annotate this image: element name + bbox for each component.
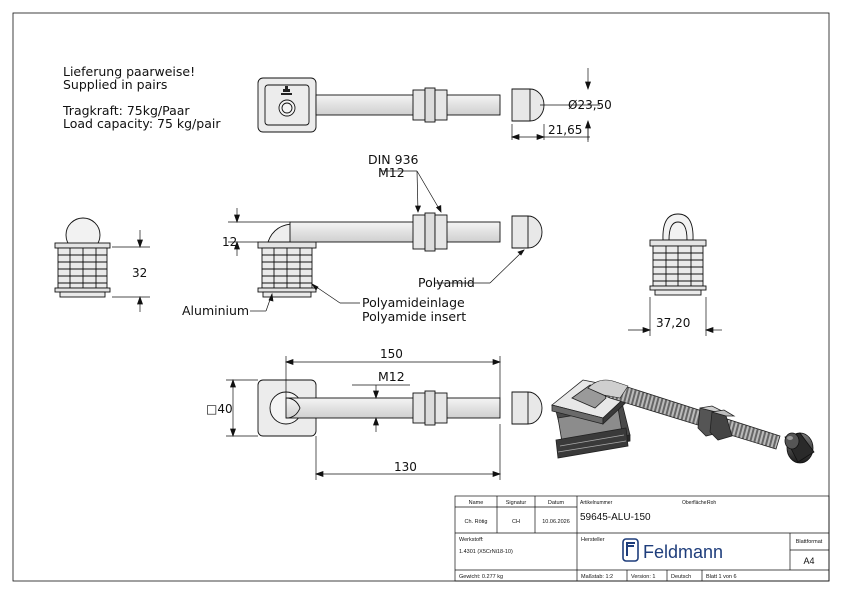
plan-view bbox=[257, 379, 543, 437]
nut-3 bbox=[434, 89, 448, 121]
end-cap-plan bbox=[511, 391, 543, 425]
isometric-view bbox=[551, 379, 815, 464]
mounting-hole bbox=[278, 99, 296, 117]
dim-12-lines bbox=[228, 208, 290, 256]
dim-diameter: Ø23,50 bbox=[568, 98, 612, 112]
tb-hersteller-header: Hersteller bbox=[581, 537, 605, 543]
callout-polyamideinlage: Polyamideinlage bbox=[362, 295, 465, 310]
tb-datum-value: 10.06.2026 bbox=[542, 519, 570, 525]
tb-datum-header: Datum bbox=[548, 500, 565, 506]
tb-werkstoff-value: 1.4301 (X5CrNi18-10) bbox=[459, 549, 513, 555]
dim-cap-length: 21,65 bbox=[548, 123, 582, 137]
nut-side-1 bbox=[412, 214, 426, 250]
drawing-frame bbox=[12, 12, 830, 582]
dim-32-lines bbox=[112, 230, 150, 312]
note-capacity-de: Tragkraft: 75kg/Paar bbox=[62, 103, 190, 118]
notes-block: Lieferung paarweise! Supplied in pairs T… bbox=[62, 64, 221, 131]
feldmann-logo-icon bbox=[622, 538, 639, 562]
end-view-left bbox=[54, 217, 111, 298]
nut-plan-3 bbox=[434, 392, 448, 424]
callout-polyamid: Polyamid bbox=[418, 275, 475, 290]
callout-polyamide-insert: Polyamide insert bbox=[362, 309, 466, 324]
note-capacity-en: Load capacity: 75 kg/pair bbox=[63, 116, 221, 131]
side-view bbox=[257, 212, 543, 298]
tb-signatur-header: Signatur bbox=[506, 500, 527, 506]
nut-plan-1 bbox=[412, 392, 426, 424]
end-cap-side bbox=[511, 215, 543, 249]
tb-brand: Feldmann bbox=[643, 542, 723, 562]
callout-din: DIN 936 bbox=[368, 152, 419, 167]
note-delivery-en: Supplied in pairs bbox=[63, 77, 167, 92]
tb-oberflaeche-value: Roh bbox=[707, 500, 716, 506]
dim-width-3720: 37,20 bbox=[656, 316, 690, 330]
tb-werkstoff-header: Werkstoff: bbox=[459, 537, 484, 543]
nut-plan-2 bbox=[424, 390, 436, 426]
note-delivery-de: Lieferung paarweise! bbox=[63, 64, 195, 79]
tb-name-header: Name bbox=[469, 500, 484, 506]
tb-artikel-value: 59645-ALU-150 bbox=[580, 512, 651, 523]
tb-blattformat-value: A4 bbox=[803, 556, 814, 566]
title-block: Name Signatur Datum Ch. Rötig CH 10.06.2… bbox=[454, 495, 830, 582]
dim-plan-lines bbox=[226, 356, 502, 480]
nut-side-2 bbox=[424, 212, 436, 252]
dim-3720-lines bbox=[628, 297, 722, 336]
dim-height-12: 12 bbox=[222, 235, 237, 249]
nut-1 bbox=[412, 89, 426, 121]
rod-plan bbox=[285, 397, 501, 419]
callout-m12-top: M12 bbox=[378, 165, 405, 180]
maker-mark-icon bbox=[281, 86, 292, 95]
tb-blattformat-header: Blattformat bbox=[796, 539, 823, 545]
tb-signatur-value: CH bbox=[512, 519, 520, 525]
tb-name-value: Ch. Rötig bbox=[465, 519, 488, 525]
dim-length-150: 150 bbox=[380, 347, 403, 361]
dimensions-top bbox=[510, 68, 600, 142]
tb-artikel-header: Artikelnummer bbox=[580, 500, 613, 506]
end-cap-top bbox=[511, 88, 545, 122]
dim-length-130: 130 bbox=[394, 460, 417, 474]
tb-gewicht: Gewicht: 0.277 kg bbox=[459, 574, 503, 580]
tb-sprache: Deutsch bbox=[671, 574, 691, 580]
callout-aluminium: Aluminium bbox=[182, 303, 249, 318]
callout-m12-bottom: M12 bbox=[378, 369, 405, 384]
dim-square-40: □40 bbox=[206, 402, 233, 416]
top-view bbox=[257, 77, 545, 133]
rod-top bbox=[315, 94, 501, 116]
tb-oberflaeche-header: Oberfläche: bbox=[682, 500, 708, 506]
tb-version: Version: 1 bbox=[631, 574, 655, 580]
leader-lines bbox=[250, 170, 525, 312]
tb-massstab: Maßstab: 1:2 bbox=[581, 574, 613, 580]
nut-2 bbox=[424, 87, 436, 123]
nut-side-3 bbox=[434, 214, 448, 250]
rod-side bbox=[289, 221, 501, 243]
end-view-right bbox=[649, 213, 707, 296]
dim-height-32: 32 bbox=[132, 266, 147, 280]
end-cap-3d bbox=[784, 432, 815, 464]
tb-blatt: Blatt 1 von 6 bbox=[706, 574, 737, 580]
